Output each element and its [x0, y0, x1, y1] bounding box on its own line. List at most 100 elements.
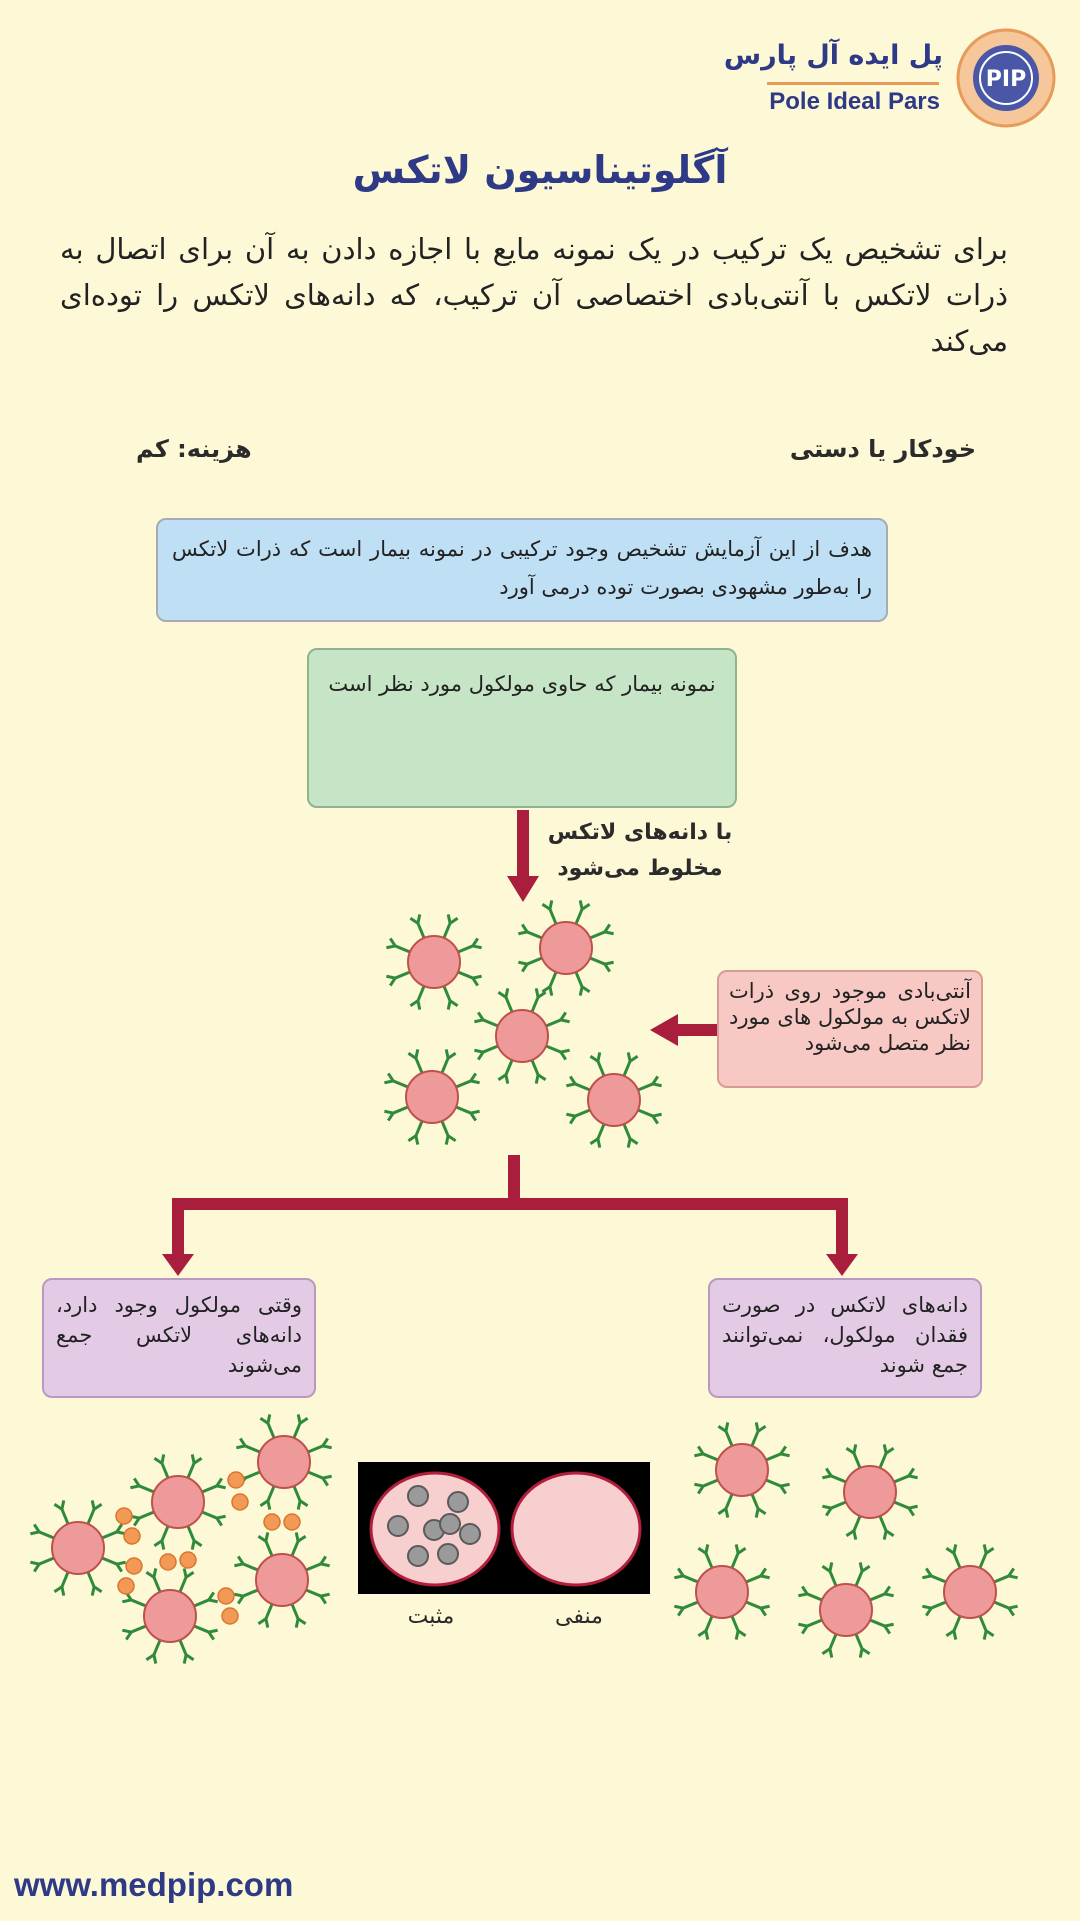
antibody-stem — [854, 1570, 864, 1587]
antibody-stem — [622, 1060, 632, 1077]
branch-right-head — [826, 1254, 858, 1276]
branch-right-shaft — [836, 1198, 848, 1256]
antibody-stem — [852, 1452, 862, 1469]
antibody-stem — [292, 1485, 302, 1502]
antibody-arm — [548, 900, 554, 910]
goal-text: هدف از این آزمایش تشخیص وجود ترکیبی در ن… — [172, 537, 872, 599]
latex-bead — [566, 1052, 662, 1148]
antibody-stem — [765, 1452, 782, 1462]
antibody-stem — [392, 1079, 409, 1089]
target-molecule — [231, 1493, 249, 1511]
antibody-arm — [322, 1444, 332, 1450]
antibody-stem — [745, 1600, 762, 1610]
antibody-arm — [883, 1625, 891, 1635]
clump-particle — [447, 1491, 469, 1513]
antibody-arm — [237, 1555, 245, 1565]
antibody-stem — [952, 1615, 962, 1632]
antibody-stem — [622, 1123, 632, 1140]
antibody-stem — [305, 1562, 322, 1572]
antibody-stem — [455, 1105, 472, 1115]
slide-wells — [369, 1471, 642, 1587]
antibody-stem — [978, 1615, 988, 1632]
arrow-down-head — [507, 876, 539, 902]
antibody-stem — [530, 1059, 540, 1076]
antibody-stem — [138, 1510, 155, 1520]
antibody-arm — [497, 1073, 507, 1081]
antibody-arm — [386, 974, 396, 980]
antibody-arm — [694, 1482, 704, 1488]
antibody-arm — [152, 1568, 158, 1578]
antibody-arm — [697, 1629, 707, 1637]
antibody-arm — [190, 1540, 196, 1550]
antibody-arm — [294, 1618, 300, 1628]
mix-label-line1: با دانه‌های لاتکس — [547, 820, 733, 845]
antibody-stem — [854, 1633, 864, 1650]
antibody-arm — [447, 1052, 457, 1060]
antibody-stem — [869, 1618, 886, 1628]
antibody-stem — [244, 1444, 261, 1454]
antibody-stem — [526, 956, 543, 966]
antibody-arm — [321, 1477, 329, 1487]
antibody-arm — [521, 923, 529, 933]
latex-bead — [130, 1454, 226, 1550]
target-molecule — [123, 1527, 141, 1545]
antibody-arm — [259, 1499, 269, 1507]
latex-bead — [234, 1532, 330, 1628]
antibody-stem — [574, 908, 584, 925]
target-molecule — [217, 1587, 235, 1605]
antibody-stem — [828, 1570, 838, 1587]
bead-core — [495, 1009, 549, 1063]
antibody-stem — [242, 1562, 259, 1572]
antibody-stem — [596, 1060, 606, 1077]
target-molecule — [125, 1557, 143, 1575]
antibody-arm — [534, 1074, 540, 1084]
antibody-arm — [320, 1562, 330, 1568]
antibody-stem — [457, 970, 474, 980]
antibody-arm — [504, 988, 510, 998]
antibody-arm — [578, 986, 584, 996]
latex-bead — [122, 1568, 218, 1664]
antibody-stem — [574, 971, 584, 988]
sample-box: نمونه بیمار که حاوی مولکول مورد نظر است — [307, 648, 737, 808]
antibody-arm — [629, 1055, 639, 1063]
target-molecule — [221, 1607, 239, 1625]
antibody-stem — [138, 1484, 155, 1494]
antibody-stem — [266, 1422, 276, 1439]
antibody-arm — [737, 1547, 747, 1555]
antibody-arm — [93, 1503, 103, 1511]
antibody-stem — [574, 1108, 591, 1118]
clump-particle — [437, 1543, 459, 1565]
antibody-arm — [145, 1653, 155, 1661]
website-url[interactable]: www.medpip.com — [14, 1866, 294, 1903]
page-title: آگلوتیناسیون لاتکس — [352, 148, 728, 192]
antibody-arm — [215, 1517, 223, 1527]
antibody-arm — [384, 1109, 394, 1115]
antibody-stem — [504, 1059, 514, 1076]
antibody-arm — [446, 1000, 452, 1010]
antibody-arm — [569, 1075, 577, 1085]
antibody-arm — [1007, 1607, 1015, 1617]
antibody-stem — [101, 1530, 118, 1540]
antibody-stem — [637, 1108, 654, 1118]
antibody-stem — [86, 1508, 96, 1525]
antibody-stem — [682, 1574, 699, 1584]
bead-core — [143, 1589, 197, 1643]
antibody-arm — [882, 1530, 888, 1540]
antibody-stem — [416, 922, 426, 939]
bead-core — [715, 1443, 769, 1497]
antibody-text: آنتی‌بادی موجود روی ذرات لاتکس به مولکول… — [729, 979, 971, 1055]
antibody-stem — [806, 1592, 823, 1602]
antibody-stem — [504, 996, 514, 1013]
antibody-stem — [440, 1120, 450, 1137]
antibody-stem — [130, 1624, 147, 1634]
antibody-arm — [444, 1135, 450, 1145]
target-molecule — [117, 1577, 135, 1595]
sample-text: نمونه بیمار که حاوی مولکول مورد نظر است — [328, 672, 716, 696]
latex-bead — [922, 1544, 1018, 1640]
clump-particle — [439, 1513, 461, 1535]
antibody-arm — [193, 1457, 203, 1465]
mix-label-line2: مخلوط می‌شود — [557, 856, 723, 881]
antibody-arm — [185, 1571, 195, 1579]
antibody-arm — [757, 1425, 767, 1433]
